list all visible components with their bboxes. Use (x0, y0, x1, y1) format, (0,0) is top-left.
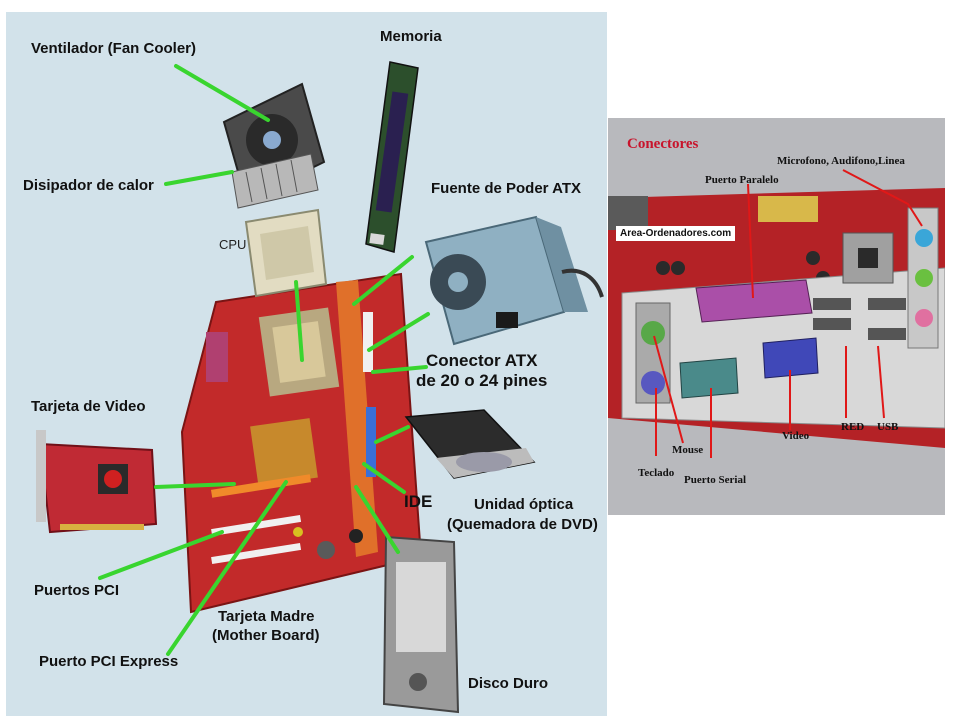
psu-label: Fuente de Poder ATX (431, 180, 582, 197)
pci-express-label: Puerto PCI Express (39, 653, 179, 670)
optical-label-2: (Quemadora de DVD) (447, 516, 598, 533)
motherboard-image (180, 272, 423, 614)
parallel-port (695, 279, 813, 323)
mouse-label: Mouse (672, 444, 704, 456)
heatsink-label: Disipador de calor (23, 177, 154, 194)
serial-port (679, 357, 739, 399)
hard-disk-image (382, 535, 460, 714)
video-card-label: Tarjeta de Video (31, 398, 146, 415)
video-label: Video (782, 430, 810, 442)
exploded-pc-diagram: Ventilador (Fan Cooler) Memoria Disipado… (6, 12, 607, 716)
connector-leaders (653, 169, 923, 458)
rear-io-illustration (608, 169, 945, 458)
psu-image (424, 215, 604, 346)
fan-label: Ventilador (Fan Cooler) (31, 40, 197, 57)
memory-image (365, 61, 419, 253)
hard-disk-label: Disco Duro (468, 675, 549, 692)
audio-jacks (907, 207, 939, 349)
connectors-panel: Conectores Microfono, Audifono,Linea Pue… (608, 118, 945, 515)
cpu-label: CPU (219, 237, 247, 252)
usb-label: USB (877, 421, 899, 433)
motherboard-label-2: (Mother Board) (212, 627, 320, 644)
heatsink-image (231, 153, 319, 209)
cpu-image (244, 208, 328, 298)
usb-ports (813, 298, 906, 340)
watermark-label: Area-Ordenadores.com (616, 226, 736, 241)
ps2-ports (635, 302, 671, 404)
dvd-drive-image (404, 409, 536, 479)
pc-illustration (36, 61, 604, 714)
vga-port (762, 337, 819, 379)
motherboard-label-1: Tarjeta Madre (218, 608, 315, 625)
mic-label: Microfono, Audifono,Linea (777, 155, 905, 167)
ide-label: IDE (404, 492, 433, 511)
serial-label: Puerto Serial (684, 474, 747, 486)
red-label: RED (841, 421, 865, 433)
lan-port (842, 232, 894, 284)
keyboard-label: Teclado (638, 467, 675, 479)
leader-lines (98, 64, 430, 656)
memory-label: Memoria (380, 28, 442, 45)
optical-label-1: Unidad óptica (474, 496, 574, 513)
video-card-image (36, 430, 158, 534)
atx-connector-label-1: Conector ATX (426, 351, 538, 370)
atx-connector-label-2: de 20 o 24 pines (416, 371, 548, 390)
parallel-label: Puerto Paralelo (705, 174, 779, 186)
connectors-title: Conectores (627, 136, 699, 152)
pci-ports-label: Puertos PCI (34, 582, 120, 599)
